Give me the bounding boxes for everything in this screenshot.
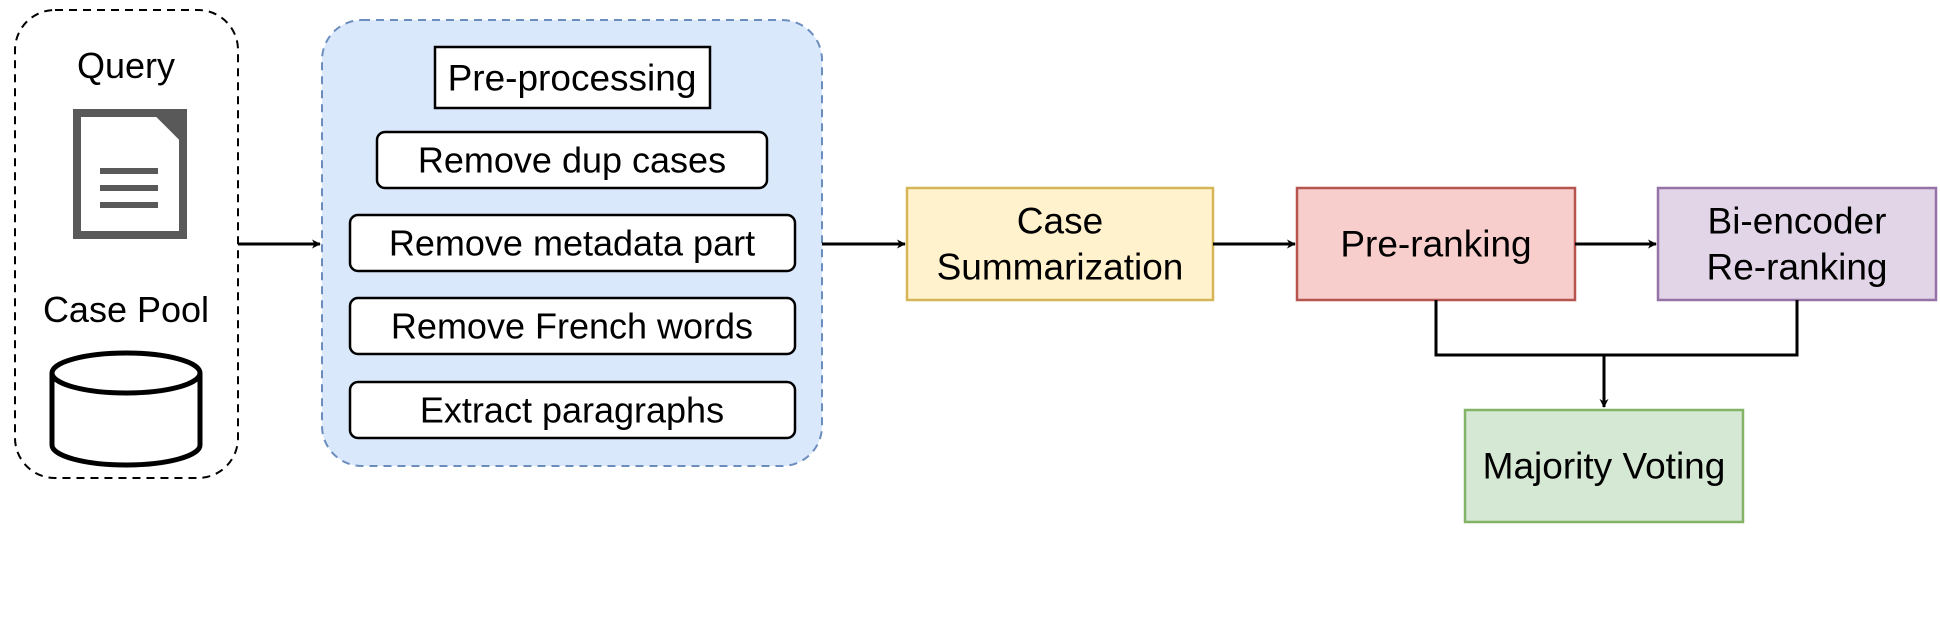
connector-rankings-to-voting bbox=[1434, 300, 1799, 357]
majority-voting-box bbox=[1463, 408, 1745, 524]
summarization-node: Case Summarization bbox=[905, 186, 1215, 302]
majority-voting-label: Majority Voting bbox=[1483, 446, 1726, 487]
step-remove-dup-cases: Remove dup cases bbox=[418, 140, 726, 181]
query-label: Query bbox=[77, 45, 175, 86]
preranking-node: Pre-ranking bbox=[1295, 186, 1577, 302]
reranking-line2: Re-ranking bbox=[1707, 247, 1888, 288]
preranking-label: Pre-ranking bbox=[1340, 224, 1531, 265]
preprocessing-title-box bbox=[433, 45, 712, 110]
summarization-box bbox=[905, 186, 1215, 302]
preprocessing-group: Pre-processing Remove dup cases Remove m… bbox=[321, 19, 823, 467]
summarization-line2: Summarization bbox=[937, 247, 1184, 288]
document-line-2 bbox=[100, 185, 158, 191]
document-fold bbox=[152, 109, 187, 144]
input-group: Query Case Pool bbox=[14, 9, 239, 479]
step-remove-french-box bbox=[348, 296, 797, 356]
preprocessing-title: Pre-processing bbox=[448, 58, 697, 99]
case-pool-label: Case Pool bbox=[43, 289, 209, 330]
summarization-line1: Case bbox=[1017, 201, 1103, 242]
reranking-line1: Bi-encoder bbox=[1708, 201, 1887, 242]
step-remove-metadata-box bbox=[348, 213, 797, 273]
preranking-box bbox=[1295, 186, 1577, 302]
step-extract-paragraphs-box bbox=[348, 380, 797, 440]
majority-voting-node: Majority Voting bbox=[1463, 408, 1745, 524]
step-remove-french: Remove French words bbox=[391, 306, 753, 347]
reranking-box bbox=[1656, 186, 1938, 302]
document-icon bbox=[73, 109, 187, 239]
database-icon bbox=[49, 350, 203, 468]
document-line-3 bbox=[100, 202, 158, 208]
step-remove-dup-cases-box bbox=[375, 130, 769, 190]
document-line-1 bbox=[100, 168, 158, 174]
database-top bbox=[49, 350, 203, 396]
database-body bbox=[49, 373, 203, 468]
reranking-node: Bi-encoder Re-ranking bbox=[1656, 186, 1938, 302]
step-remove-metadata: Remove metadata part bbox=[389, 223, 755, 264]
step-extract-paragraphs: Extract paragraphs bbox=[420, 390, 724, 431]
